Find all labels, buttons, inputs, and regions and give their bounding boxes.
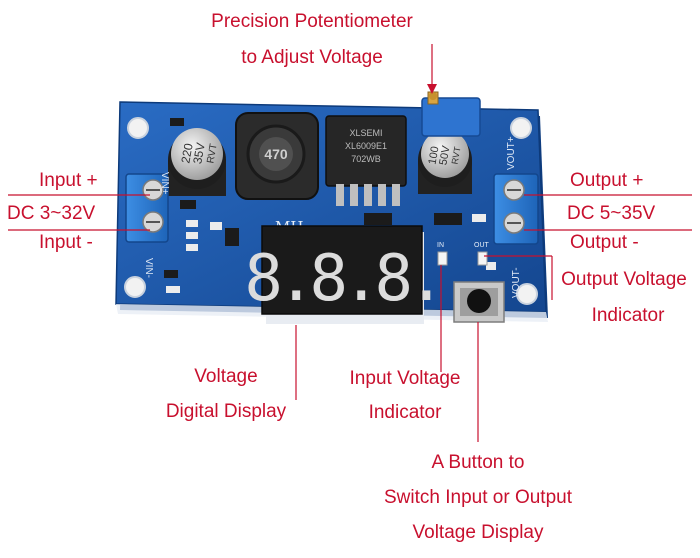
output-indicator-line1: Output Voltage bbox=[561, 269, 687, 290]
output-minus-label: Output - bbox=[570, 232, 639, 253]
button-label-line2: Switch Input or Output bbox=[384, 487, 572, 508]
pot-label-line1: Precision Potentiometer bbox=[211, 11, 413, 32]
output-plus-label: Output + bbox=[570, 170, 644, 191]
input-minus-label: Input - bbox=[39, 232, 93, 253]
silk-vin-plus: VIN+ bbox=[159, 172, 170, 195]
output-indicator-line2: Indicator bbox=[591, 305, 665, 326]
chip-line-2: XL6009E1 bbox=[345, 141, 387, 151]
input-plus-label: Input + bbox=[39, 170, 98, 191]
output-terminal[interactable] bbox=[493, 173, 539, 245]
cap-right-value: 100 bbox=[427, 145, 442, 165]
silk-vout-minus: VOUT- bbox=[511, 267, 522, 298]
display-label-line1: Voltage bbox=[194, 366, 258, 387]
input-indicator-line2: Indicator bbox=[368, 402, 442, 423]
capacitor-output: 100 50V RVT bbox=[418, 130, 472, 194]
voltage-digital-display: 8.8.8. bbox=[244, 225, 446, 324]
capacitor-input: 220 35V RVT bbox=[168, 128, 226, 196]
mounting-holes bbox=[124, 117, 538, 305]
chip-line-1: XLSEMI bbox=[349, 128, 382, 138]
annotation-lines bbox=[8, 44, 692, 442]
switch-button[interactable] bbox=[453, 281, 505, 323]
cap-right-voltage: 50V bbox=[437, 144, 452, 166]
indicator-leds: IN OUT bbox=[437, 242, 490, 266]
button-label-line1: A Button to bbox=[431, 452, 525, 473]
led-in-label: IN bbox=[437, 242, 444, 249]
display-digits: 8.8.8. bbox=[244, 242, 439, 316]
silk-vout-plus: VOUT+ bbox=[506, 136, 517, 170]
cap-left-voltage: 35V bbox=[190, 142, 207, 165]
inductor: 470 bbox=[235, 112, 319, 200]
potentiometer[interactable] bbox=[421, 91, 481, 137]
button-label-line3: Voltage Display bbox=[412, 522, 544, 543]
chip-line-3: 702WB bbox=[351, 154, 381, 164]
input-indicator-line1: Input Voltage bbox=[349, 368, 461, 389]
cap-right-series: RVT bbox=[450, 145, 463, 165]
output-range-label: DC 5~35V bbox=[567, 203, 656, 224]
led-out-label: OUT bbox=[474, 242, 490, 249]
xl6009-chip: XLSEMI XL6009E1 702WB bbox=[325, 115, 407, 206]
input-range-label: DC 3~32V bbox=[7, 203, 96, 224]
cap-left-value: 220 bbox=[178, 142, 195, 164]
cap-left-series: RVT bbox=[205, 143, 219, 164]
pot-pointer-arrow bbox=[427, 84, 437, 94]
display-label-line2: Digital Display bbox=[165, 401, 287, 422]
inductor-marking: 470 bbox=[264, 146, 288, 162]
silk-vin-minus: VIN- bbox=[143, 258, 154, 278]
pot-label-line2: to Adjust Voltage bbox=[241, 47, 383, 68]
smd-components bbox=[164, 118, 496, 293]
